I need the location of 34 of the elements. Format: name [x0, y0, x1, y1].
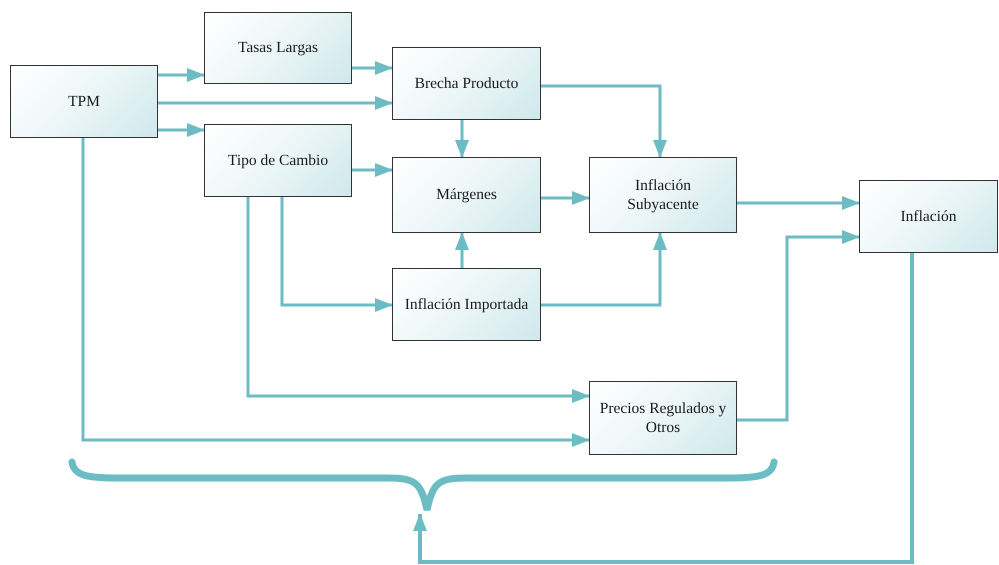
box-label: Inflación Subyacente — [626, 176, 700, 214]
process-box — [392, 47, 541, 120]
arrow — [280, 197, 393, 312]
process-box — [859, 180, 998, 253]
box-label: Márgenes — [436, 185, 497, 205]
arrow — [158, 123, 205, 137]
box-label: Inflación — [900, 206, 956, 226]
arrow — [352, 61, 393, 75]
arrow — [246, 197, 590, 403]
arrow — [455, 232, 469, 268]
process-box — [204, 124, 352, 197]
arrow — [737, 230, 860, 422]
box-label: Precios Regulados y Otros — [598, 398, 728, 438]
box-label: Tipo de Cambio — [228, 150, 328, 170]
arrow — [413, 253, 914, 564]
arrow — [541, 232, 667, 306]
arrow — [352, 163, 393, 177]
arrow — [82, 138, 590, 447]
arrow — [158, 96, 393, 110]
process-box — [392, 157, 541, 233]
arrow — [737, 196, 860, 210]
arrow — [541, 191, 590, 205]
box-label: Tasas Largas — [238, 38, 318, 58]
process-box — [10, 65, 158, 138]
process-box — [392, 268, 541, 341]
arrow — [541, 84, 667, 158]
process-box — [589, 157, 737, 233]
box-label: Brecha Producto — [414, 74, 518, 94]
process-box — [204, 12, 352, 84]
arrow — [455, 120, 469, 158]
arrow — [158, 68, 205, 82]
process-box — [589, 381, 737, 455]
box-label: Inflación Importada — [404, 294, 528, 314]
box-label: TPM — [68, 92, 100, 112]
